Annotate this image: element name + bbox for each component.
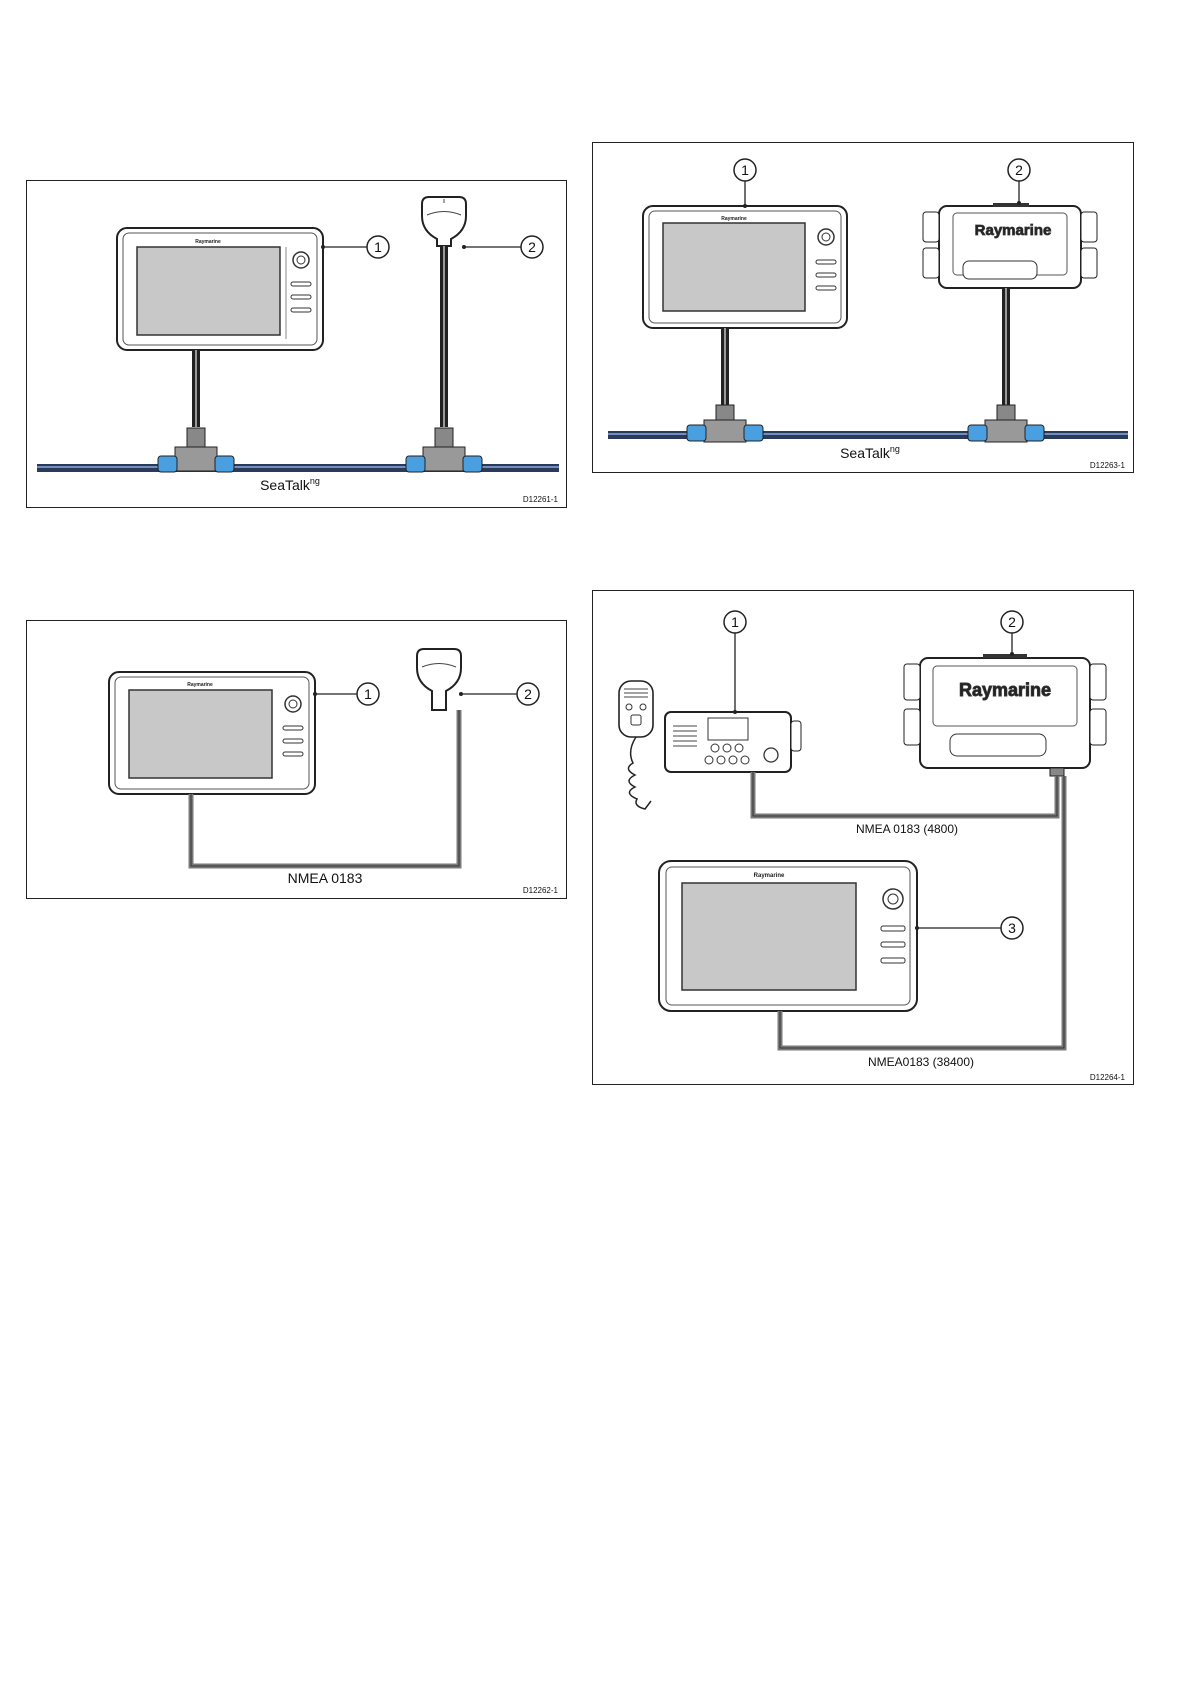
t-piece-connector-2 (406, 428, 482, 472)
vhf-radio (665, 712, 801, 772)
multifunction-display: Raymarine (109, 672, 315, 794)
callout-2-number: 2 (528, 239, 536, 255)
callout-1-number: 1 (374, 239, 382, 255)
callout-1-number: 1 (364, 686, 372, 702)
display-brand-label: Raymarine (721, 216, 747, 222)
callout-2: 2 (1008, 159, 1030, 205)
diagram-panel-nmea-multiplexer: Raymarine Raymarine 1 (592, 590, 1134, 1085)
callout-3-number: 3 (1008, 920, 1016, 936)
nmea-multiplexer: Raymarine (904, 654, 1106, 776)
callout-1: 1 (734, 159, 756, 208)
diagram-code: D12264-1 (1090, 1073, 1126, 1082)
callout-2-number: 2 (524, 686, 532, 702)
diagram-code: D12262-1 (523, 886, 559, 895)
network-label: SeaTalkng (840, 444, 900, 461)
callout-2: 2 (1001, 611, 1023, 656)
t-piece-connector-1 (687, 405, 763, 442)
diagram-panel-nmea-gps: Raymarine 1 2 NMEA 0183 D12262-1 (26, 620, 567, 899)
callout-2: 2 (459, 683, 539, 705)
callout-1-number: 1 (741, 162, 749, 178)
nmea-4800-cable (753, 772, 1057, 816)
ais-module: Raymarine (923, 203, 1097, 288)
diagram-nmea-gps: Raymarine 1 2 NMEA 0183 D12262-1 (27, 621, 568, 900)
callout-1: 1 (313, 683, 379, 705)
display-brand-label: Raymarine (754, 873, 785, 879)
gps-receiver (422, 197, 466, 246)
vhf-handset (619, 681, 653, 809)
diagram-seatalk-gps: Raymarine (27, 181, 568, 509)
callout-1-number: 1 (731, 614, 739, 630)
module-brand-label: Raymarine (975, 222, 1052, 239)
diagram-panel-seatalk-gps: Raymarine (26, 180, 567, 508)
seatalk-backbone (608, 431, 1128, 439)
diagram-panel-seatalk-module: Raymarine Raymarine (592, 142, 1134, 473)
multifunction-display: Raymarine (659, 861, 917, 1011)
diagram-code: D12261-1 (523, 495, 559, 504)
t-piece-connector-1 (158, 428, 234, 472)
callout-3: 3 (915, 917, 1023, 939)
callout-2-number: 2 (1015, 162, 1023, 178)
callout-2-number: 2 (1008, 614, 1016, 630)
display-brand-label: Raymarine (195, 239, 221, 245)
multifunction-display: Raymarine (643, 206, 847, 328)
t-piece-connector-2 (968, 405, 1044, 442)
link-label-4800: NMEA 0183 (4800) (856, 822, 958, 836)
callout-1: 1 (321, 236, 389, 258)
diagram-code: D12263-1 (1090, 461, 1126, 470)
gps-receiver (417, 649, 461, 710)
diagram-nmea-multiplexer: Raymarine Raymarine 1 (593, 591, 1135, 1086)
diagram-seatalk-module: Raymarine Raymarine (593, 143, 1135, 474)
network-label: NMEA 0183 (288, 870, 363, 886)
link-label-38400: NMEA0183 (38400) (868, 1055, 974, 1069)
callout-2: 2 (462, 236, 543, 258)
multifunction-display: Raymarine (117, 228, 323, 350)
callout-1: 1 (724, 611, 746, 714)
display-brand-label: Raymarine (187, 682, 213, 688)
multiplexer-brand-label: Raymarine (959, 680, 1051, 700)
network-label: SeaTalkng (260, 476, 320, 493)
